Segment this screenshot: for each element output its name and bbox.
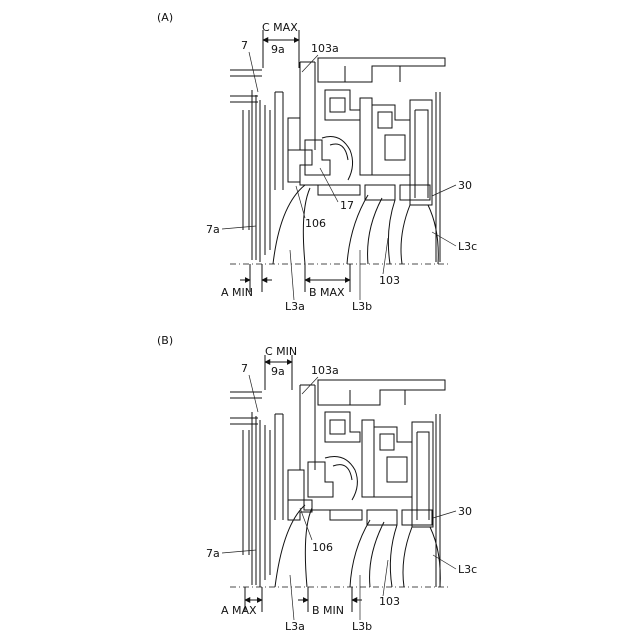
lens-l3b-rear-a [388,200,395,264]
lens-l3b-mid-b [370,522,384,587]
label-7-a: 7 [241,39,248,52]
lens-l3a-rear-b [305,508,312,587]
leader-103-a [383,238,388,274]
barrel-structure-a [230,58,445,262]
label-103a-b: 103a [311,364,339,377]
label-7a-a: 7a [206,223,220,236]
label-103a-a: 103a [311,42,339,55]
label-106-a: 106 [305,217,326,230]
leader-l3a-a [290,250,294,300]
barrel-structure-b [230,380,445,587]
panel-b-label: (B) [157,334,173,347]
label-30-b: 30 [458,505,472,518]
lens-l3b-rear-b [390,525,397,587]
label-l3a-a: L3a [285,300,305,313]
lens-l3a-front-a [273,185,305,264]
leader-7-b [249,375,258,412]
leader-7-a [249,52,258,92]
panel-a: (A) C MAX 9a 7 103a [157,11,477,313]
label-103-b: 103 [379,595,400,608]
leader-l3a-b [290,575,294,620]
panel-a-label: (A) [157,11,173,24]
label-9a-b: 9a [271,365,285,378]
label-l3a-b: L3a [285,620,305,633]
label-a-min: A MIN [221,286,253,299]
label-106-b: 106 [312,541,333,554]
leader-103-b [383,560,388,596]
label-b-min: B MIN [312,604,344,617]
panel-b: (B) C MIN 9a 7 103a [157,334,477,633]
lens-l3c-rear-b [430,527,440,587]
label-l3c-a: L3c [458,240,477,253]
leader-103a-a [302,55,318,72]
label-l3b-a: L3b [352,300,372,313]
lens-l3c-front-a [401,205,410,264]
label-c-max: C MAX [262,21,298,34]
label-a-max: A MAX [221,604,257,617]
label-l3b-b: L3b [352,620,372,633]
label-b-max: B MAX [309,286,345,299]
label-9a-a: 9a [271,43,285,56]
label-17-a: 17 [340,199,354,212]
label-c-min: C MIN [265,345,297,358]
label-7-b: 7 [241,362,248,375]
label-103-a: 103 [379,274,400,287]
label-7a-b: 7a [206,547,220,560]
label-30-a: 30 [458,179,472,192]
lens-group-a [273,185,438,264]
leader-7a-a [222,226,256,229]
lens-l3b-mid-a [368,198,382,264]
label-l3c-b: L3c [458,563,477,576]
leader-7a-b [222,550,256,553]
leader-106-a [296,186,305,218]
lens-l3c-front-b [403,527,412,587]
